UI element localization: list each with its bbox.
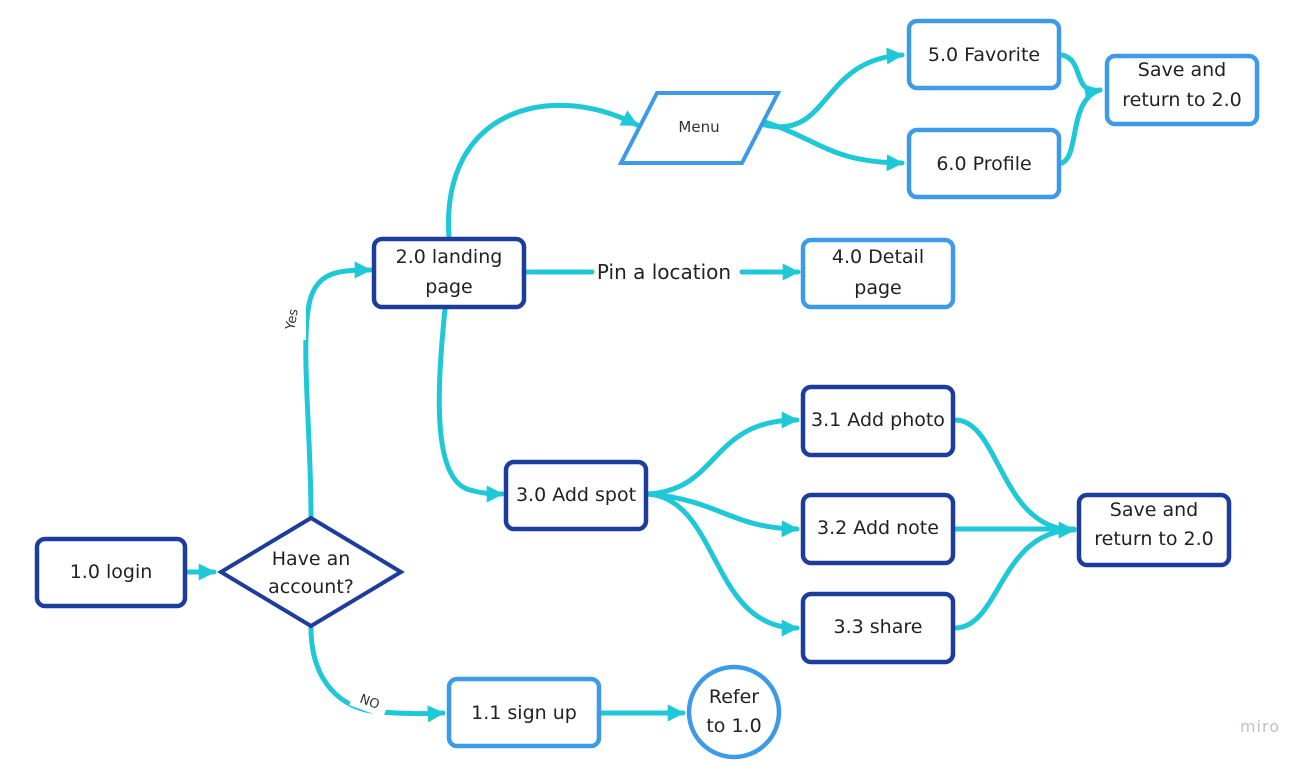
edge-addspot-to-note (645, 491, 800, 538)
node-refer-line1: Refer (709, 686, 759, 708)
node-profile[interactable]: 6.0 Profile (906, 127, 1062, 200)
edge-label-yes: Yes (283, 308, 302, 332)
node-share-label: 3.3 share (834, 616, 923, 638)
node-have-account-line1: Have an (272, 548, 351, 570)
node-add-photo-label: 3.1 Add photo (811, 409, 945, 431)
node-landing-line1: 2.0 landing (396, 246, 503, 268)
node-detail-line2: page (854, 277, 901, 299)
edge-decision-yes-to-landing (303, 261, 373, 519)
node-detail-page[interactable]: 4.0 Detail page (800, 237, 956, 310)
node-save-return-bottom[interactable]: Save and return to 2.0 (1076, 492, 1232, 568)
node-save-top-line2: return to 2.0 (1122, 89, 1241, 111)
node-refer-to-login[interactable]: Refer to 1.0 (686, 664, 782, 760)
node-add-spot-label: 3.0 Add spot (516, 484, 636, 506)
node-share[interactable]: 3.3 share (800, 591, 956, 665)
node-add-spot[interactable]: 3.0 Add spot (503, 459, 649, 532)
edge-favorite-to-save (1059, 52, 1103, 102)
node-detail-line1: 4.0 Detail (832, 246, 924, 268)
node-save-return-top[interactable]: Save and return to 2.0 (1104, 53, 1260, 127)
node-add-note-label: 3.2 Add note (817, 517, 939, 539)
edge-landing-to-menu (446, 102, 640, 241)
node-favorite[interactable]: 5.0 Favorite (906, 18, 1062, 91)
node-login[interactable]: 1.0 login (34, 536, 188, 609)
edge-menu-to-favorite (762, 47, 905, 130)
node-sign-up[interactable]: 1.1 sign up (446, 676, 602, 749)
node-add-note[interactable]: 3.2 Add note (800, 492, 956, 566)
node-save-top-line1: Save and (1138, 59, 1226, 81)
node-sign-up-label: 1.1 sign up (471, 702, 577, 724)
edge-share-to-save (952, 527, 1077, 631)
node-login-label: 1.0 login (70, 561, 153, 583)
edge-profile-to-save (1059, 87, 1103, 166)
edge-label-no: NO (358, 692, 382, 713)
node-landing-page[interactable]: 2.0 landing page (371, 236, 527, 310)
node-have-account-decision[interactable]: Have an account? (217, 515, 405, 629)
node-menu[interactable]: Menu (617, 91, 782, 165)
node-refer-line2: to 1.0 (706, 715, 761, 737)
node-profile-label: 6.0 Profile (936, 153, 1031, 175)
node-save-bottom-line1: Save and (1110, 499, 1198, 521)
node-save-bottom-line2: return to 2.0 (1094, 528, 1213, 550)
edge-menu-to-profile (762, 119, 905, 172)
edge-addspot-to-photo (645, 411, 800, 497)
edge-label-pin-location: Pin a location (597, 260, 731, 284)
edge-photo-to-save (952, 417, 1077, 539)
node-have-account-line2: account? (268, 576, 354, 598)
node-landing-line2: page (425, 276, 472, 298)
node-menu-label: Menu (678, 118, 719, 136)
edge-landing-to-addspot (436, 306, 505, 503)
node-favorite-label: 5.0 Favorite (928, 44, 1040, 66)
edge-addspot-to-share (645, 491, 800, 637)
node-add-photo[interactable]: 3.1 Add photo (800, 384, 956, 458)
miro-watermark: miro (1240, 717, 1280, 736)
